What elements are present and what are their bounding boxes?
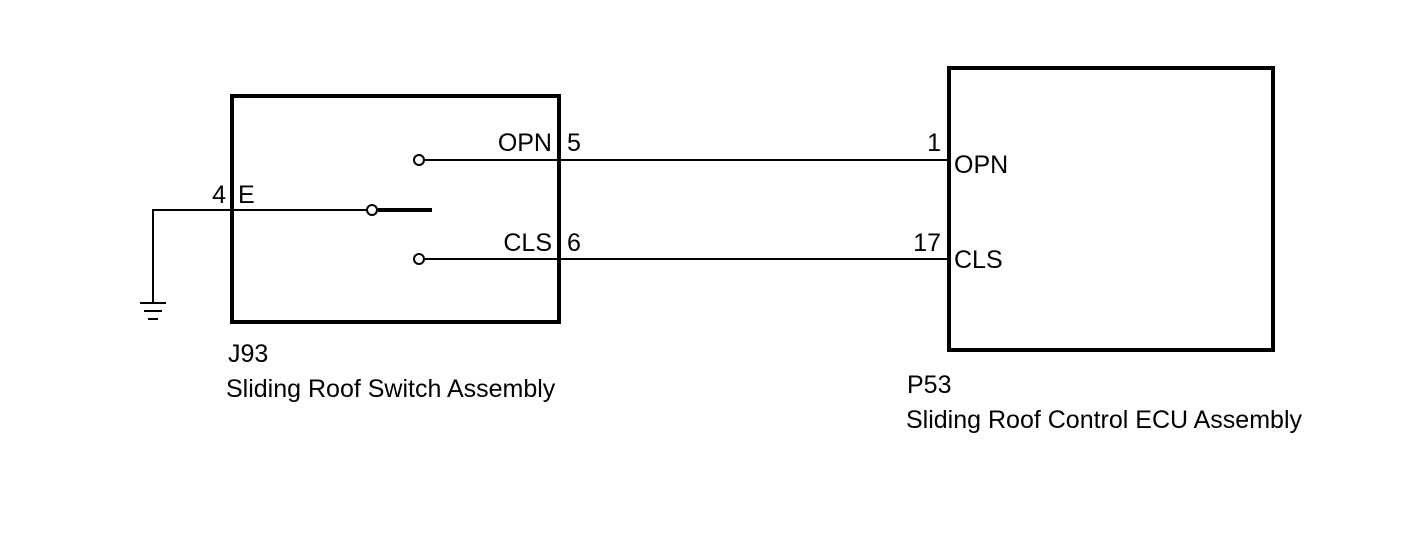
switch-icon: [232, 154, 559, 265]
p53-close-pin-number: 17: [913, 229, 941, 257]
p53-close-signal-label: CLS: [954, 246, 1003, 274]
ground-icon: [140, 209, 232, 320]
p53-open-signal-label: OPN: [954, 151, 1008, 179]
p53-connector-id: P53: [907, 371, 951, 399]
j93-close-pin-number: 6: [567, 229, 581, 257]
j93-close-signal-label: CLS: [503, 229, 552, 257]
p53-component-name: Sliding Roof Control ECU Assembly: [906, 406, 1302, 434]
j93-open-pin-number: 5: [567, 129, 581, 157]
j93-connector-id: J93: [228, 340, 268, 368]
j93-ground-pin-number: 4: [212, 181, 226, 209]
p53-open-pin-number: 1: [927, 129, 941, 157]
j93-open-signal-label: OPN: [498, 129, 552, 157]
j93-component-name: Sliding Roof Switch Assembly: [226, 375, 556, 403]
ecu-assembly-box: [947, 66, 1275, 352]
j93-ground-signal-label: E: [238, 181, 255, 209]
